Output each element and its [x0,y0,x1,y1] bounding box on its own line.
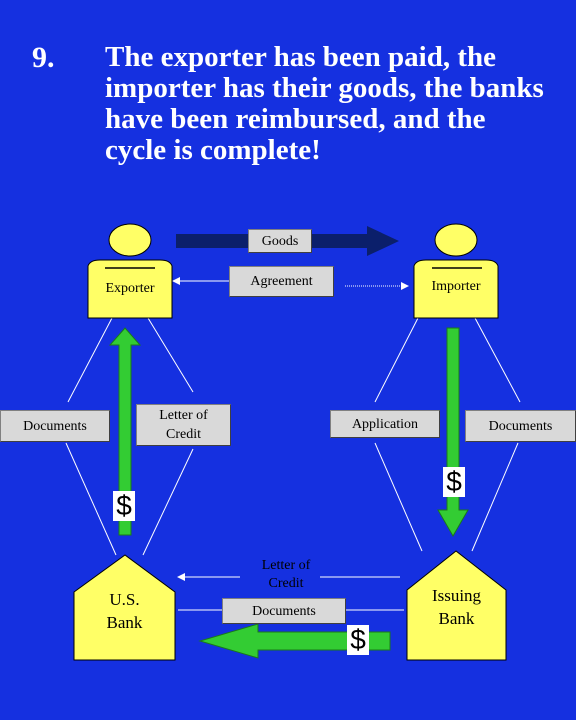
line-importer-documents [474,317,521,403]
us-bank-icon [73,554,176,661]
dollar-icon-importer: $ [443,467,465,497]
bank-letter-of-credit-line1: Letter of [261,558,311,573]
exporter-body-icon [87,259,173,319]
letter-of-credit-line2: Credit [166,427,201,442]
line-importer-application [374,317,419,403]
letter-of-credit-line1: Letter of [159,408,208,423]
payment-arrow-from-importer [437,327,469,538]
bank-letter-of-credit-label: Letter of Credit [240,556,332,594]
us-bank-label: U.S. Bank [74,588,175,634]
line-loc-usbank [142,448,194,556]
slide-title: The exporter has been paid, the importer… [105,41,544,166]
letter-of-credit-box: Letter of Credit [136,404,231,446]
exporter-label: Exporter [105,281,155,296]
us-bank-label-line2: Bank [106,613,143,632]
issuing-bank-label-line1: Issuing [431,586,482,605]
issuing-bank-label: Issuing Bank [407,584,506,630]
importer-head-icon [434,223,478,257]
line-documents-usbank [65,442,117,556]
slide-number: 9. [32,41,55,74]
line-exporter-documents [67,317,113,403]
documents-box-right: Documents [465,410,576,442]
line-exporter-loc [147,317,194,393]
exporter-head-icon [108,223,152,257]
bank-documents-box: Documents [222,598,346,624]
documents-box-left: Documents [0,410,110,442]
importer-body-icon [413,259,499,319]
goods-label: Goods [248,229,312,253]
bank-letter-of-credit-line2: Credit [268,576,304,591]
application-box: Application [330,410,440,438]
dollar-icon-exporter: $ [113,491,135,521]
line-documents-issuing [471,442,519,552]
issuing-bank-icon [406,550,507,661]
us-bank-label-line1: U.S. [109,590,140,609]
agreement-box: Agreement [229,266,334,297]
importer-label: Importer [431,279,481,294]
connector-lines [65,277,521,611]
dollar-icon-banks: $ [347,625,369,655]
issuing-bank-label-line2: Bank [438,609,475,628]
line-application-issuing [374,442,423,552]
